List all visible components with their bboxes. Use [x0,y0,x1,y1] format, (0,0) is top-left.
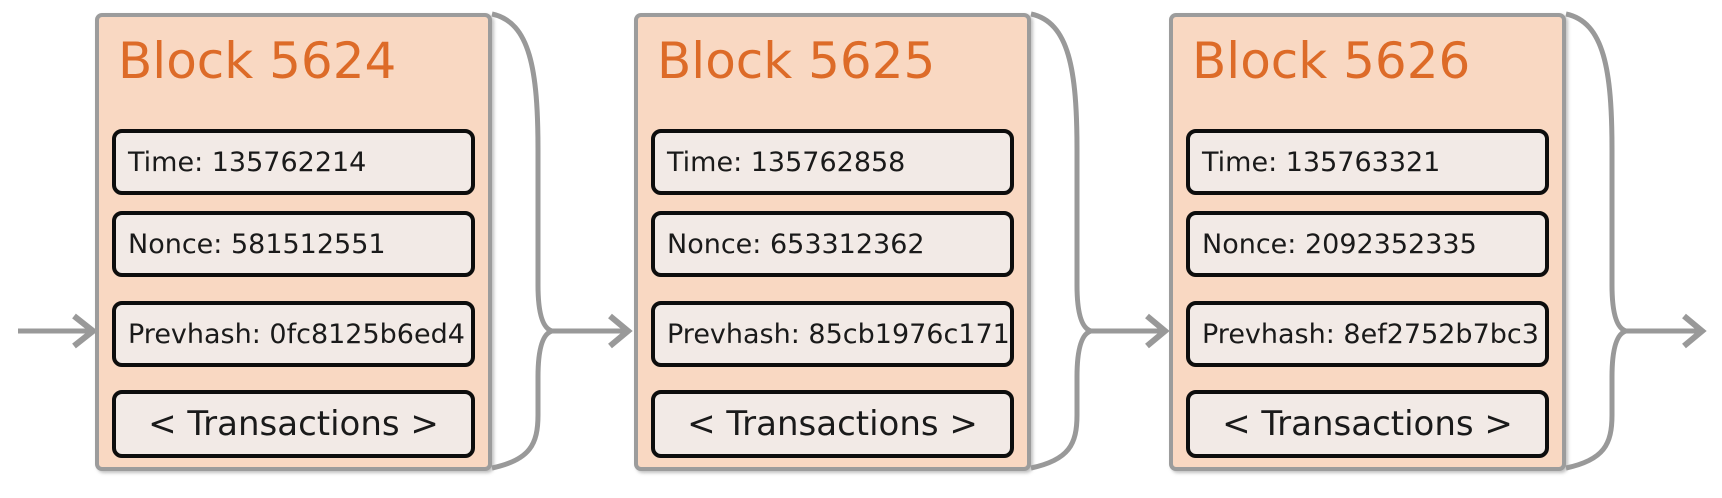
chain-link-brace-arrow-icon [1030,11,1170,471]
prevhash-field: Prevhash: 85cb1976c171 [651,301,1014,367]
chain-link-brace-arrow-icon [491,11,633,471]
block-card-5625: Block 5625 Time: 135762858 Nonce: 653312… [634,13,1031,471]
block-card-5626: Block 5626 Time: 135763321 Nonce: 209235… [1169,13,1566,471]
incoming-chain-arrow-icon [18,313,98,349]
block-title: Block 5625 [657,32,936,90]
transactions-field: < Transactions > [651,390,1014,458]
transactions-field: < Transactions > [112,390,475,458]
block-title: Block 5624 [118,32,397,90]
block-title: Block 5626 [1192,32,1471,90]
nonce-field: Nonce: 653312362 [651,211,1014,277]
time-field: Time: 135762858 [651,129,1014,195]
prevhash-field: Prevhash: 8ef2752b7bc3 [1186,301,1549,367]
block-card-5624: Block 5624 Time: 135762214 Nonce: 581512… [95,13,492,471]
transactions-field: < Transactions > [1186,390,1549,458]
prevhash-field: Prevhash: 0fc8125b6ed4 [112,301,475,367]
time-field: Time: 135762214 [112,129,475,195]
time-field: Time: 135763321 [1186,129,1549,195]
nonce-field: Nonce: 2092352335 [1186,211,1549,277]
nonce-field: Nonce: 581512551 [112,211,475,277]
chain-link-brace-arrow-icon [1565,11,1707,471]
